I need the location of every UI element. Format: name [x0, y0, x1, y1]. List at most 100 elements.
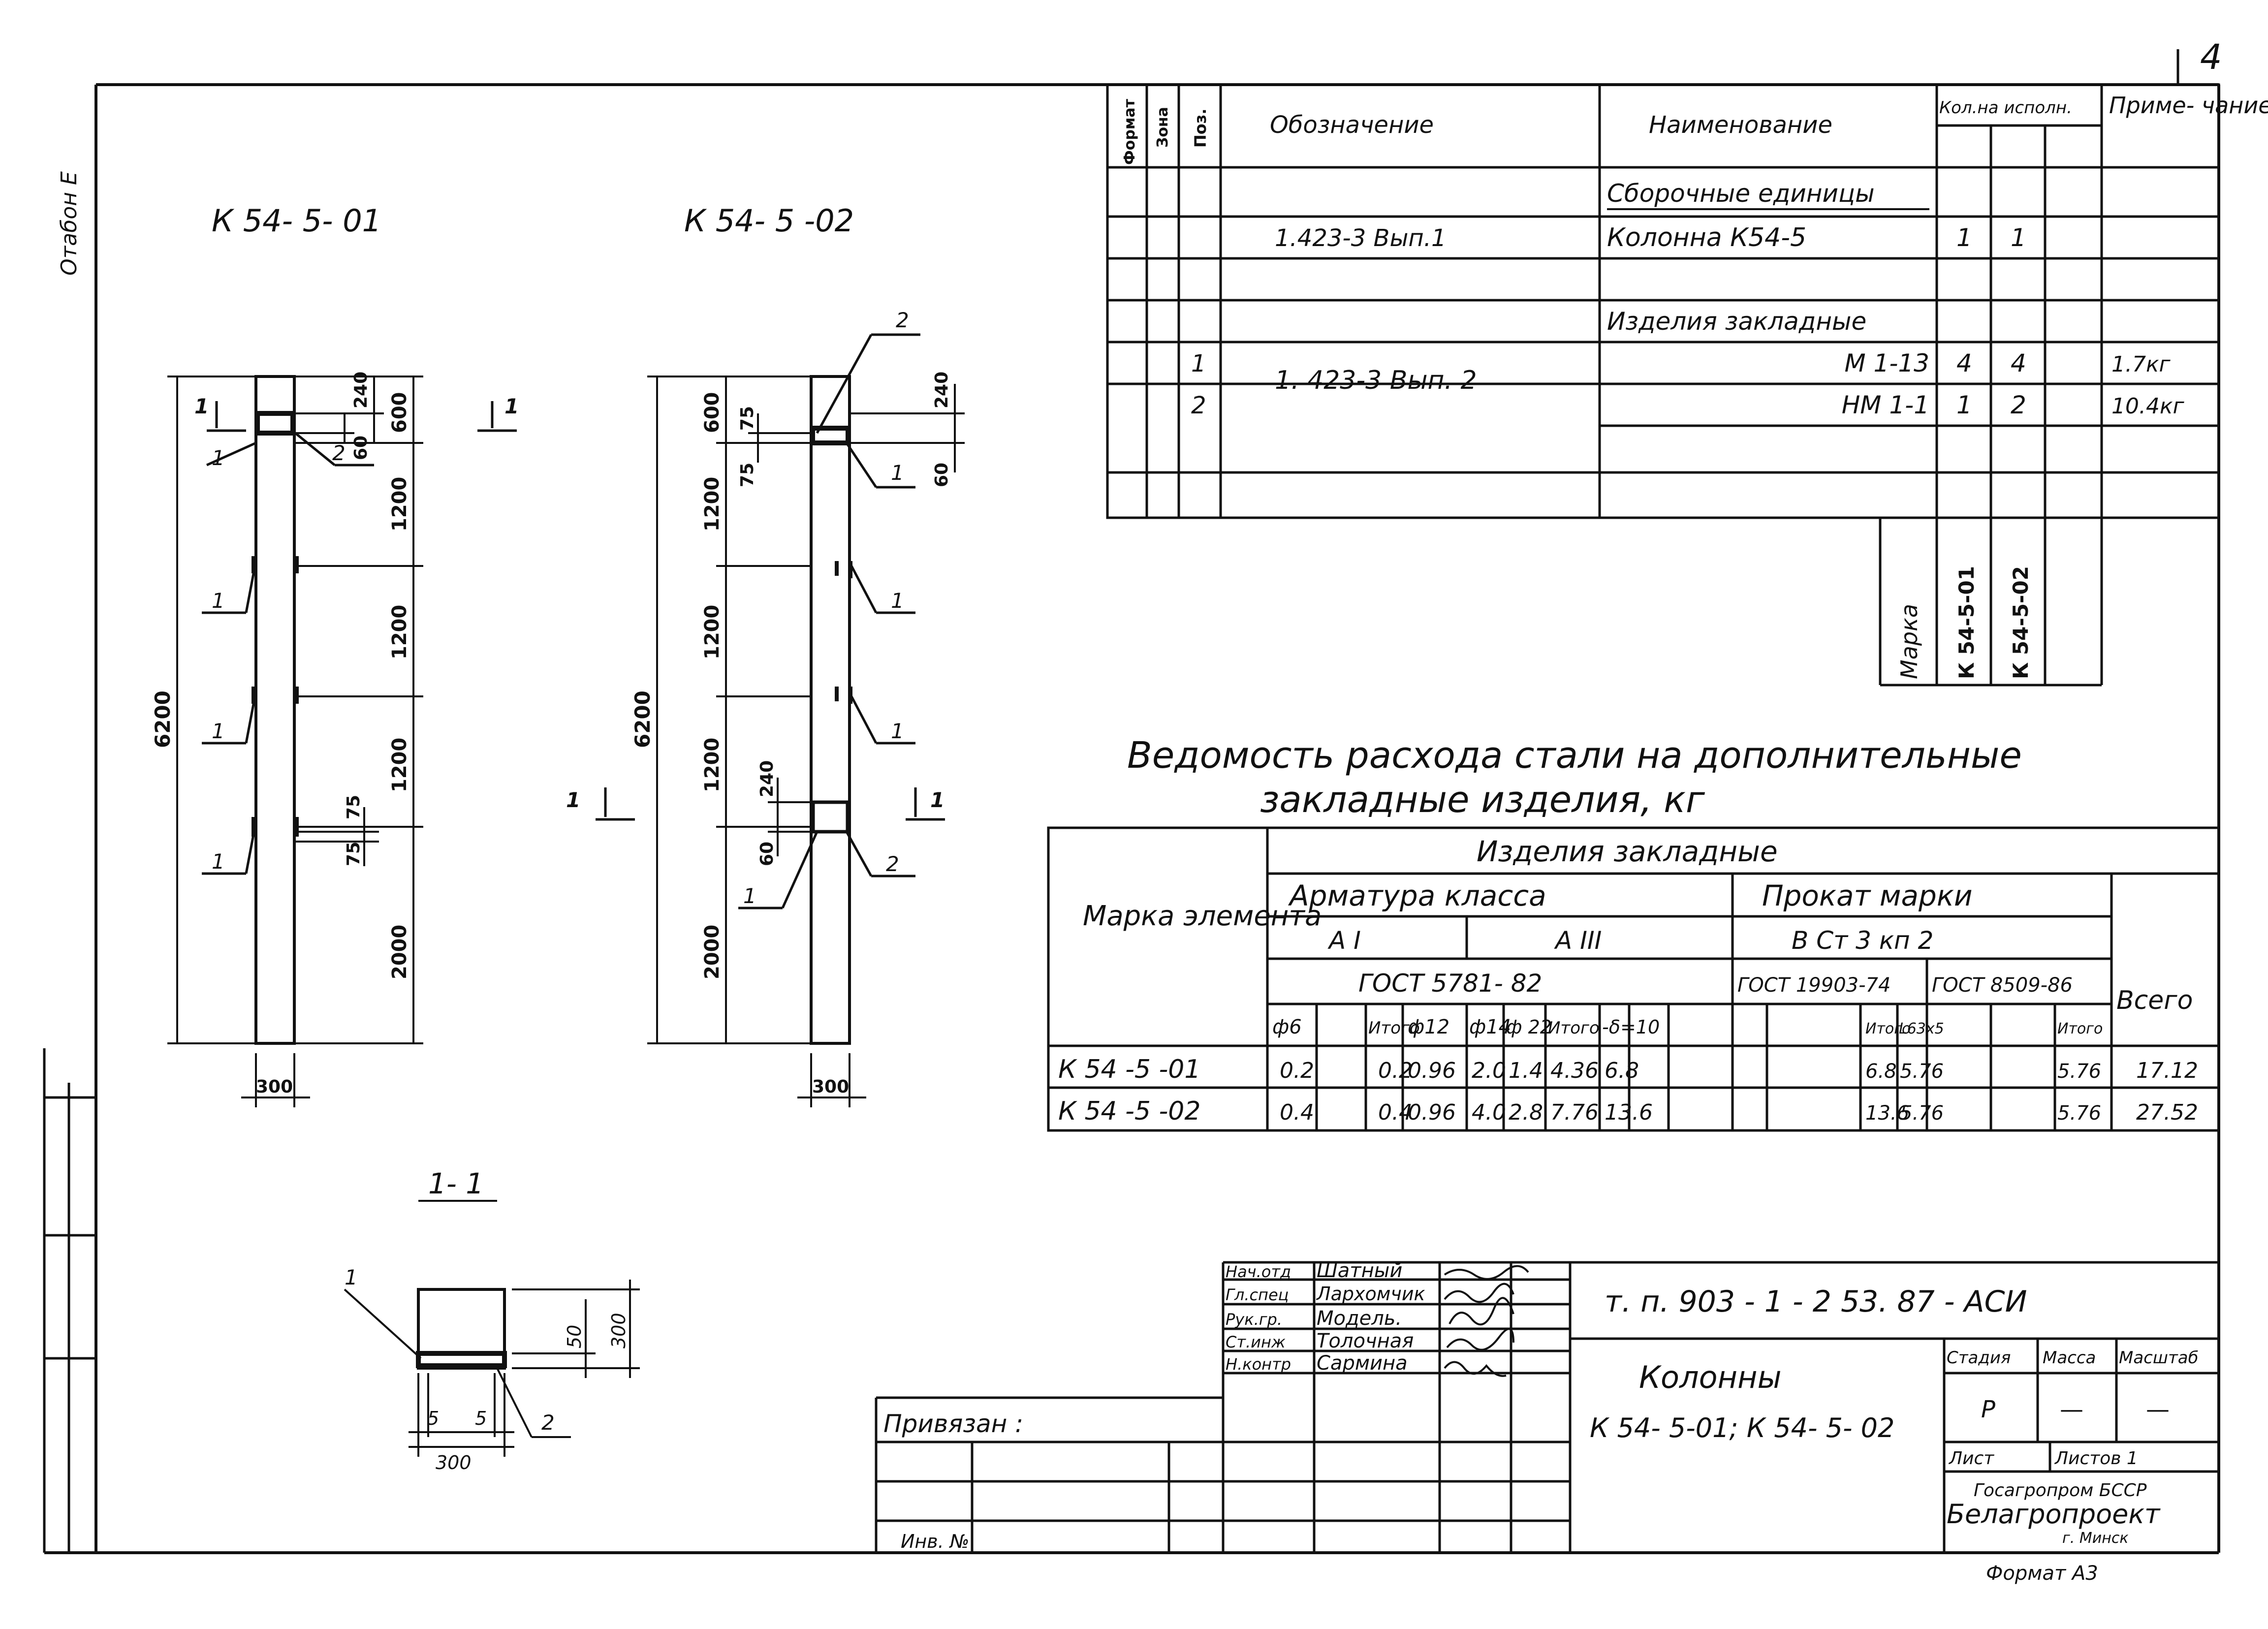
stamp-name-3: Толочная	[1317, 1330, 1414, 1352]
spec-r5-name: НМ 1-1	[1842, 391, 1929, 419]
stamp-bound: Привязан :	[883, 1410, 1023, 1438]
stamp-org-3: г. Минск	[2062, 1530, 2128, 1547]
section-dim-300h: 300	[608, 1313, 630, 1348]
steel-r0-v6: 4.36	[1550, 1058, 1599, 1083]
stamp-title-2: К 54- 5-01; К 54- 5- 02	[1590, 1412, 1894, 1443]
sheet-number: 4	[2200, 37, 2222, 77]
spec-r3-name: Изделия закладные	[1607, 307, 1866, 336]
steel-gost5781: ГОСТ 5781- 82	[1358, 969, 1542, 998]
steel-r1-v9: 13.6	[1865, 1102, 1909, 1125]
k01-section-marks	[202, 401, 517, 875]
stamp-role-4: Н.контр	[1226, 1355, 1291, 1374]
steel-r0-v4: 2.0	[1472, 1058, 1506, 1083]
section-pos-1: 1	[345, 1265, 358, 1289]
steel-sub-6: Итого	[1548, 1018, 1600, 1038]
spec-r1-designation: 1.423-3 Вып.1	[1275, 224, 1447, 252]
stamp-mass-v: —	[2060, 1396, 2083, 1423]
section-pos-2: 2	[541, 1410, 555, 1435]
k02-dim-60a: 60	[932, 463, 952, 487]
stamp-role-0: Нач.отд	[1226, 1262, 1291, 1281]
steel-r0-v9: 6.8	[1865, 1060, 1897, 1083]
spec-r4-designation: 1. 423-3 Вып. 2	[1275, 366, 1477, 395]
steel-r1-v6: 7.76	[1550, 1100, 1599, 1125]
k01-mark-1-right: 1	[504, 394, 519, 418]
spec-grid	[1106, 83, 2220, 687]
steel-col-element-text: Марка элемента	[1083, 900, 1322, 932]
steel-col-element: Марка элемента	[1083, 900, 1322, 932]
steel-sub-10: L63x5	[1899, 1020, 1944, 1037]
k02-dim-total: 6200	[630, 690, 655, 748]
k01-dim-60: 60	[351, 436, 371, 460]
section-dims	[344, 1280, 640, 1457]
k01-dim-600: 600	[388, 392, 411, 434]
k02-pos-1d: 1	[743, 884, 756, 908]
k02-dim-600: 600	[701, 392, 724, 434]
title-block: Нач.отд Шатный Гл.спец Лархомчик Рук.гр.…	[875, 1259, 2219, 1585]
spec-h-zone: Зона	[1154, 107, 1171, 148]
k01-mark-1-top: 1	[194, 394, 209, 418]
stamp-stage-v: Р	[1981, 1396, 1995, 1423]
steel-row-k01: К 54 -5 -01 0.2 0.2 0.96 2.0 1.4 4.36 6.…	[1058, 1055, 2198, 1084]
steel-grid	[1047, 826, 2220, 1132]
section-dim-300w: 300	[436, 1452, 472, 1473]
stamp-sheets-h: Листов 1	[2054, 1448, 2138, 1469]
steel-r0-v0: 0.2	[1280, 1058, 1314, 1083]
k02-title: К 54- 5 -02	[684, 203, 854, 239]
stamp-role-3: Ст.инж	[1226, 1333, 1286, 1351]
spec-h-note-text: Приме- чание	[2109, 92, 2268, 119]
k02-leaders	[596, 333, 945, 909]
k02-pos-2-top: 2	[896, 308, 909, 332]
steel-r0-v10: 5.76	[1900, 1060, 1944, 1083]
stamp-role-2: Рук.гр.	[1226, 1310, 1282, 1329]
steel-sub-5: ф 22	[1506, 1016, 1552, 1038]
steel-gost19903: ГОСТ 19903-74	[1737, 974, 1890, 997]
spec-r1-q1: 1	[1956, 223, 1972, 252]
specification-table: Формат Зона Поз. Обозначение Наименовани…	[1106, 83, 2268, 687]
stamp-grid	[875, 1261, 2219, 1553]
k01-dim-240: 240	[351, 372, 371, 408]
steel-r1-v12: 5.76	[2057, 1102, 2101, 1125]
k01-dim-1200c: 1200	[388, 738, 411, 792]
spec-r5-q1: 1	[1956, 391, 1972, 419]
k01-dim-75a: 75	[344, 795, 364, 819]
k02-dim-240a: 240	[932, 372, 952, 408]
stamp-stage-h: Стадия	[1947, 1348, 2011, 1368]
spec-r5-q2: 2	[2011, 391, 2026, 419]
k01-dim-300: 300	[256, 1077, 293, 1097]
steel-r1-total: 27.52	[2136, 1100, 2198, 1125]
k02-mark-1-left: 1	[566, 788, 580, 812]
steel-r1-v5: 2.8	[1509, 1100, 1543, 1125]
steel-r1-v3: 0.96	[1408, 1100, 1456, 1125]
k01-dim-1200b: 1200	[388, 605, 411, 659]
steel-r0-total: 17.12	[2136, 1058, 2198, 1083]
steel-r1-v0: 0.4	[1280, 1100, 1314, 1125]
steel-sub-3: ф12	[1408, 1016, 1449, 1038]
stamp-format: Формат А3	[1986, 1562, 2098, 1585]
steel-vst: В Ст 3 кп 2	[1792, 926, 1933, 955]
stamp-scale-h: Масштаб	[2119, 1348, 2199, 1368]
spec-r4-name: М 1-13	[1844, 349, 1929, 377]
spec-r0-name: Сборочные единицы	[1607, 179, 1875, 208]
spec-mark-k01: К 54-5-01	[1954, 566, 1979, 679]
section-title: 1- 1	[428, 1167, 484, 1200]
k01-dim-75b: 75	[344, 842, 364, 866]
steel-r0-v5: 1.4	[1509, 1058, 1543, 1083]
steel-sub-9: Итого	[1865, 1020, 1911, 1037]
stamp-org-1: Госагропром БССР	[1974, 1480, 2147, 1501]
k01-dim-2000: 2000	[388, 925, 411, 979]
spec-r4-q1: 4	[1956, 349, 1972, 377]
spec-marka-label: Марка	[1896, 604, 1922, 679]
spec-r1-name: Колонна К54-5	[1607, 223, 1806, 252]
k02-mark-1-right: 1	[930, 788, 945, 812]
steel-group: Изделия закладные	[1477, 835, 1778, 868]
section-dim-50: 50	[564, 1325, 585, 1348]
k02-dim-1200c: 1200	[701, 738, 724, 792]
spec-r4-note: 1.7кг	[2111, 352, 2171, 377]
steel-r0-v7: 6.8	[1605, 1058, 1639, 1083]
stamp-mass-h: Масса	[2043, 1348, 2096, 1368]
k01-title: К 54- 5- 01	[212, 203, 381, 239]
k01-embeds	[252, 556, 299, 837]
k02-dim-75a: 75	[737, 406, 757, 431]
spec-h-pos: Поз.	[1191, 108, 1210, 148]
